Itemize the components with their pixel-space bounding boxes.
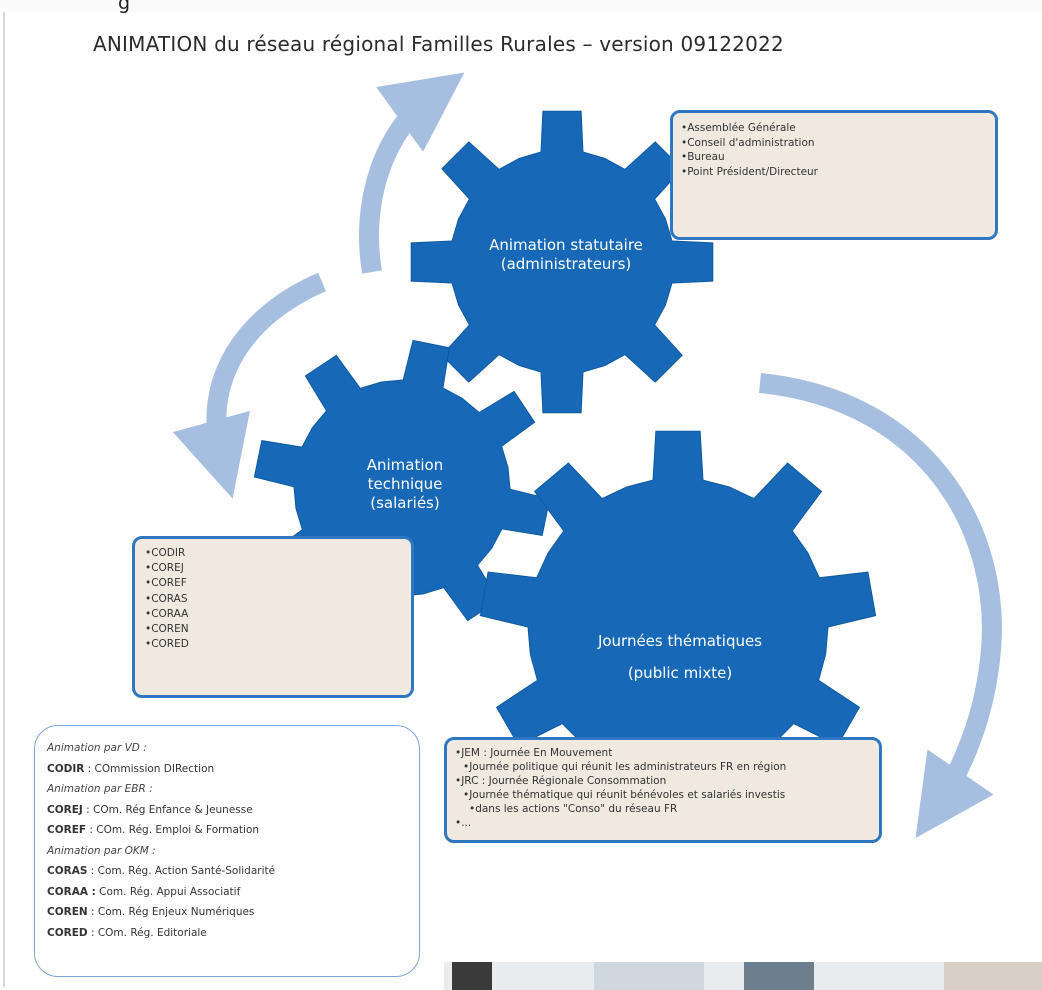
- legend-row: CORED : COm. Rég. Editoriale: [47, 926, 207, 939]
- gear-technique-line3: (salariés): [370, 494, 440, 512]
- list-item: Journée politique qui réunit les adminis…: [455, 760, 871, 774]
- legend-row: COREJ : COm. Rég Enfance & Jeunesse: [47, 803, 253, 816]
- gear-statutaire: [410, 110, 714, 414]
- statutaire-box: Assemblée Générale Conseil d'administrat…: [670, 110, 998, 240]
- legend-row: COREN : Com. Rég Enjeux Numériques: [47, 906, 255, 918]
- gear-thematique-label: Journées thématiques (public mixte): [580, 625, 780, 689]
- legend-heading: Animation par EBR :: [47, 783, 153, 795]
- list-item-continued: dans les actions "Conso" du réseau FR: [455, 802, 871, 816]
- legend-row: CODIR : COmmission DIRection: [47, 762, 215, 775]
- list-item: Journée thématique qui réunit bénévoles …: [455, 788, 871, 802]
- list-item: JEM : Journée En Mouvement: [455, 746, 871, 760]
- gear-thematique-line2: (public mixte): [627, 664, 733, 682]
- list-item: Bureau: [681, 150, 987, 165]
- gear-technique-line2: technique: [367, 475, 443, 493]
- cycle-arrow-top: [359, 72, 465, 274]
- gear-statutaire-line1: Animation statutaire: [489, 236, 643, 254]
- list-item: COREF: [145, 576, 401, 591]
- page-title: ANIMATION du réseau régional Familles Ru…: [93, 32, 784, 56]
- list-item: COREJ: [145, 561, 401, 576]
- technique-box: CODIR COREJ COREF CORAS CORAA COREN CORE…: [132, 536, 414, 698]
- list-item: CORAA: [145, 607, 401, 622]
- thematique-box: JEM : Journée En Mouvement Journée polit…: [444, 737, 882, 843]
- list-item: JRC : Journée Régionale Consommation: [455, 774, 871, 788]
- photo-strip: [444, 962, 1042, 990]
- legend-row: CORAA : Com. Rég. Appui Associatif: [47, 885, 241, 898]
- cycle-arrow-right: [758, 373, 1002, 839]
- list-item: CORED: [145, 637, 401, 652]
- top-cut-text: g: [118, 0, 131, 14]
- left-rule: [3, 12, 5, 987]
- list-item: Conseil d'administration: [681, 136, 987, 151]
- legend-box: Animation par VD : CODIR : COmmission DI…: [34, 725, 420, 977]
- gear-technique-line1: Animation: [366, 456, 444, 474]
- list-item: Assemblée Générale: [681, 121, 987, 136]
- legend-heading: Animation par VD :: [47, 742, 147, 754]
- legend-row: COREF : COm. Rég. Emploi & Formation: [47, 824, 260, 836]
- legend-heading: Animation par OKM :: [47, 844, 156, 857]
- legend-row: CORAS : Com. Rég. Action Santé-Solidarit…: [47, 865, 276, 877]
- gear-statutaire-line2: (administrateurs): [500, 255, 632, 273]
- list-item: CORAS: [145, 592, 401, 607]
- list-item: Point Président/Directeur: [681, 165, 987, 180]
- list-item: CODIR: [145, 546, 401, 561]
- list-item: COREN: [145, 622, 401, 637]
- top-strip: [0, 0, 1042, 12]
- gear-statutaire-label: Animation statutaire (administrateurs): [466, 236, 666, 274]
- gear-technique-label: Animation technique (salariés): [340, 456, 470, 513]
- gear-thematique-line1: Journées thématiques: [597, 632, 763, 650]
- cycle-arrow-left: [172, 272, 327, 499]
- list-item: ...: [455, 816, 871, 830]
